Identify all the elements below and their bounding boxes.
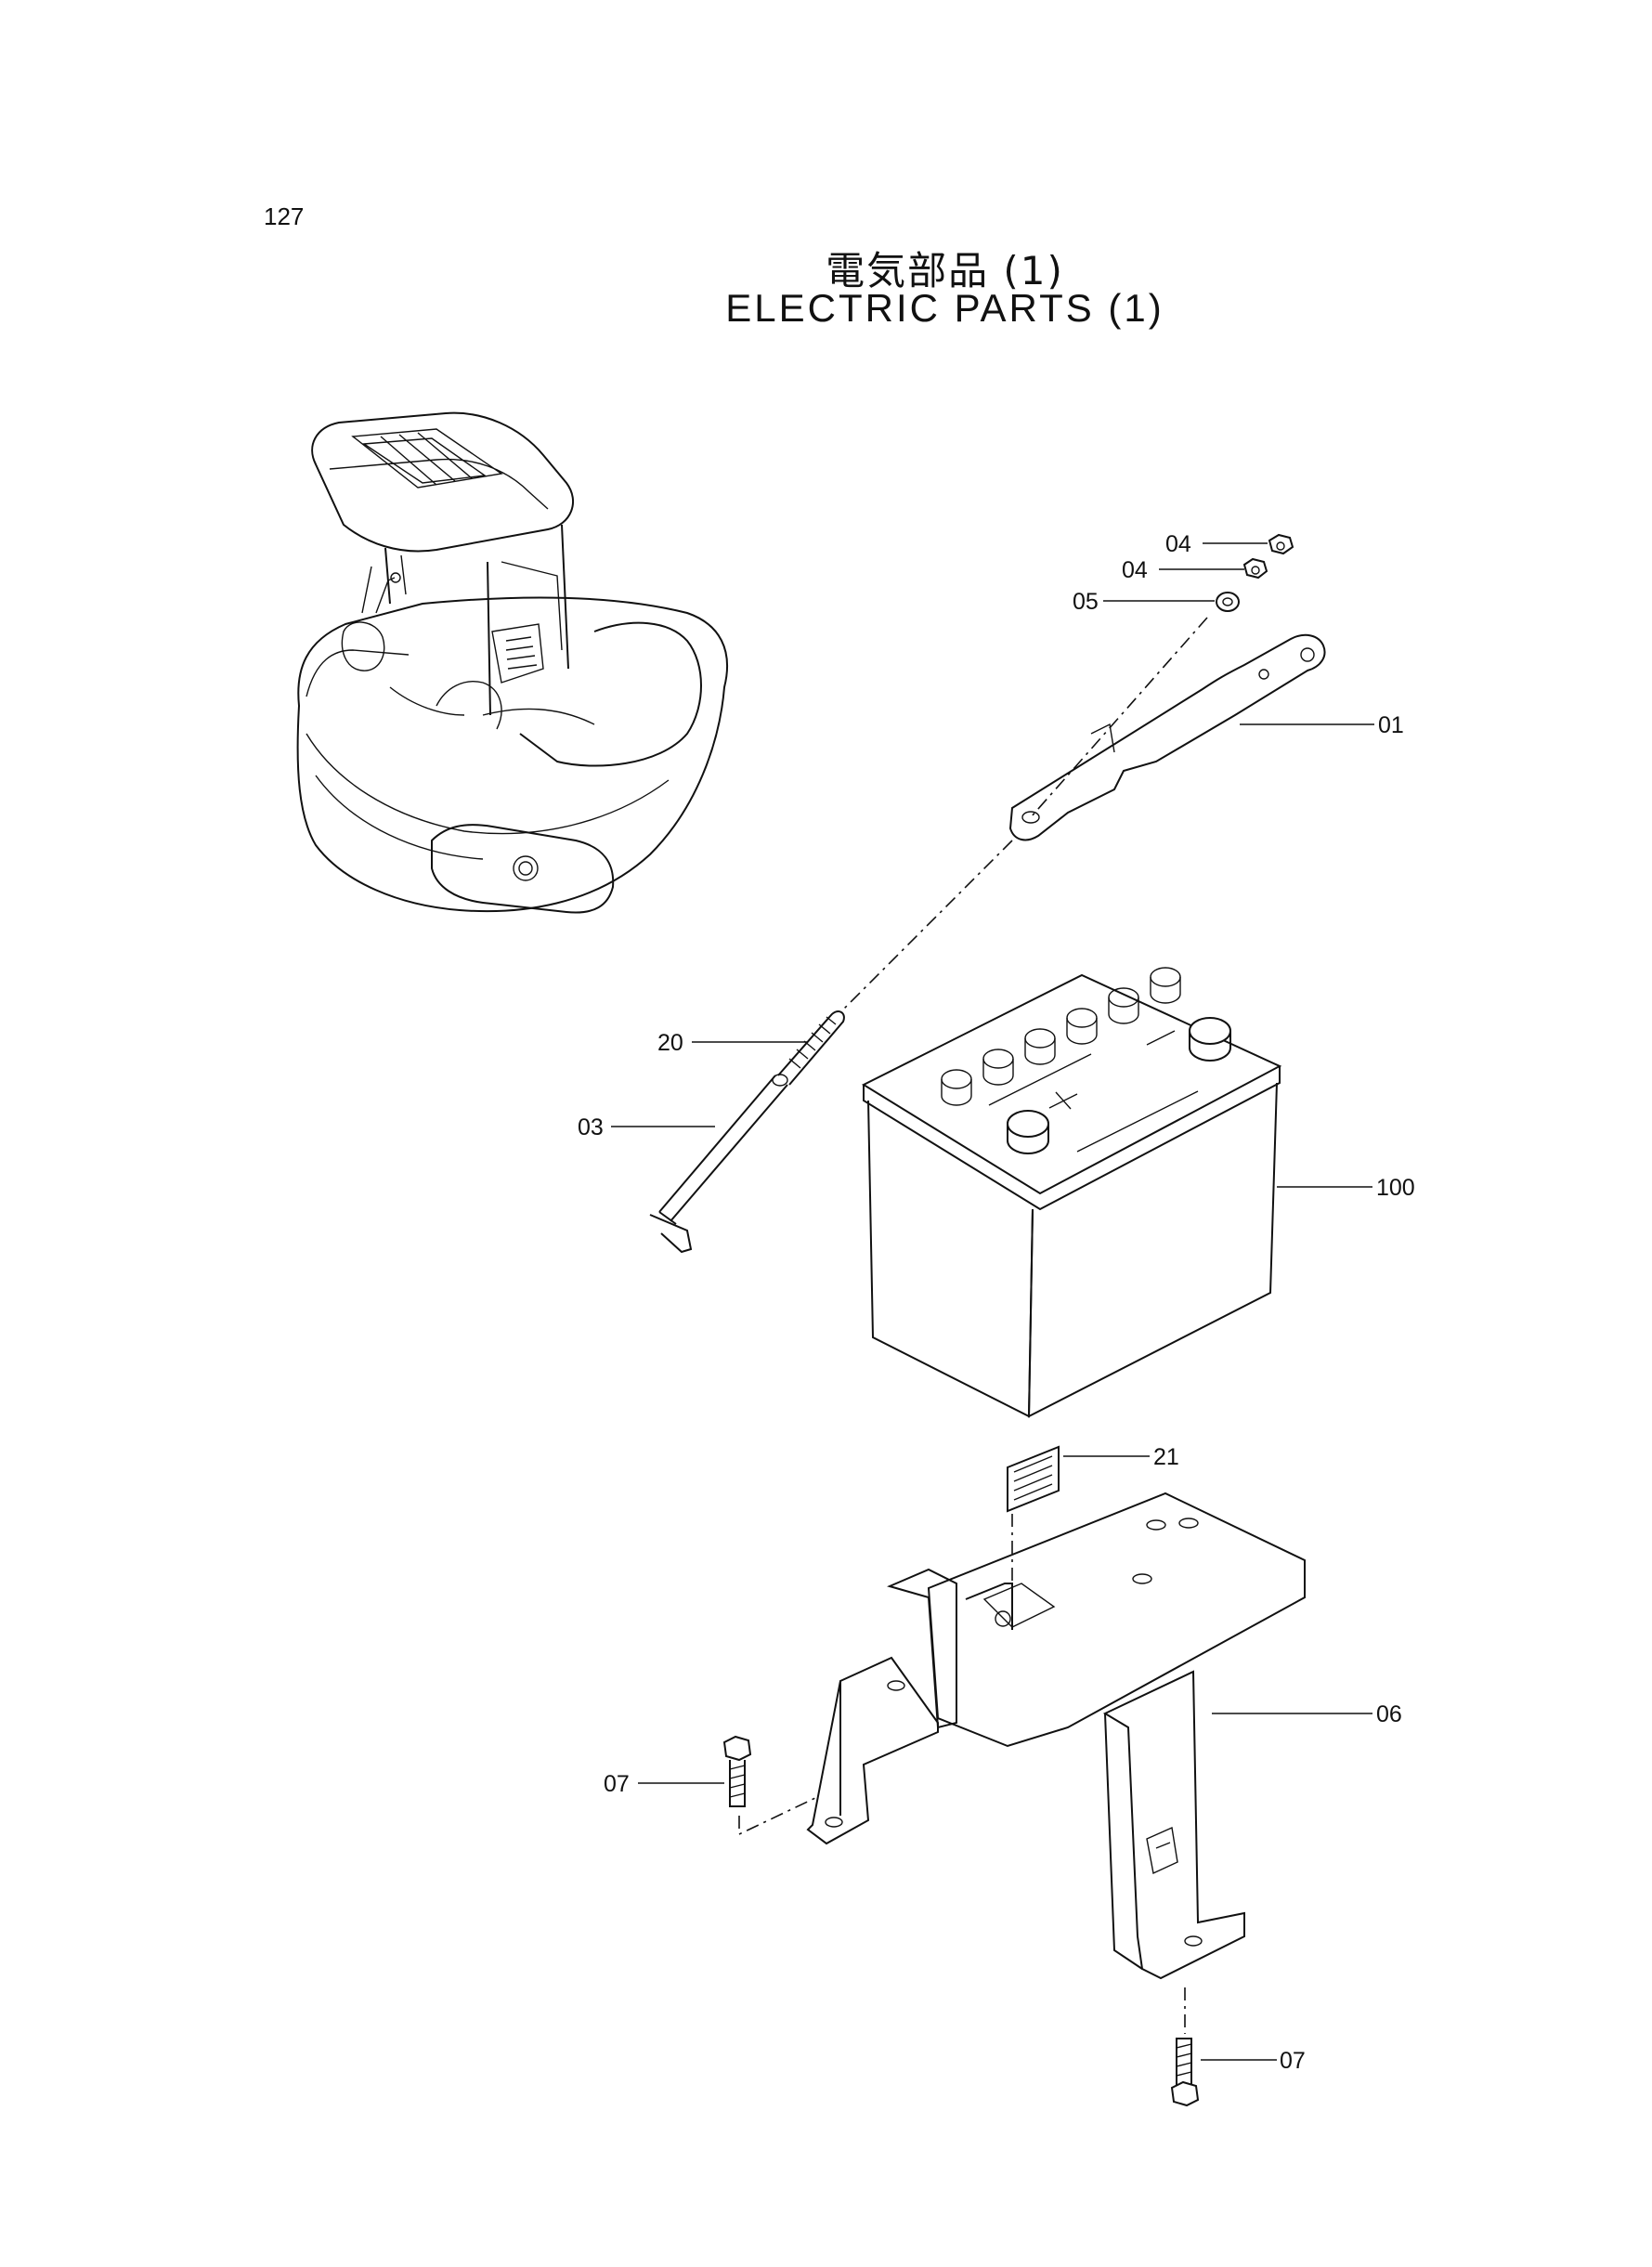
- callout-06: 06: [1376, 1701, 1402, 1727]
- alignment-line: [1030, 617, 1208, 818]
- machine-overview-illustration: [296, 411, 729, 914]
- battery-bracket-part: [806, 1492, 1306, 1980]
- callout-04-lower: 04: [1122, 557, 1148, 583]
- callout-21: 21: [1153, 1444, 1179, 1470]
- battery-part: [861, 967, 1282, 1418]
- callout-leaders: [611, 542, 1374, 2061]
- callout-03: 03: [578, 1114, 604, 1140]
- callout-20: 20: [657, 1030, 683, 1056]
- battery-clamp-part: [1008, 533, 1326, 841]
- page-title-english: ELECTRIC PARTS (1): [725, 286, 1164, 330]
- page-number: 127: [264, 202, 305, 230]
- alignment-line: [839, 840, 1013, 1013]
- bolt-part-left: [722, 1735, 752, 1807]
- callout-01: 01: [1378, 712, 1404, 738]
- j-bolt-part: [649, 1010, 845, 1254]
- callout-07-left: 07: [604, 1771, 630, 1797]
- bolt-part-bottom: [1170, 2038, 1200, 2107]
- rubber-pad-part: [1007, 1445, 1060, 1513]
- callout-07-bottom: 07: [1280, 2048, 1306, 2074]
- page-title-japanese: 電気部品 (1): [826, 248, 1064, 293]
- callout-04-upper: 04: [1165, 531, 1191, 557]
- callout-100: 100: [1376, 1175, 1415, 1201]
- alignment-line: [738, 1796, 818, 1836]
- callout-05: 05: [1073, 589, 1099, 615]
